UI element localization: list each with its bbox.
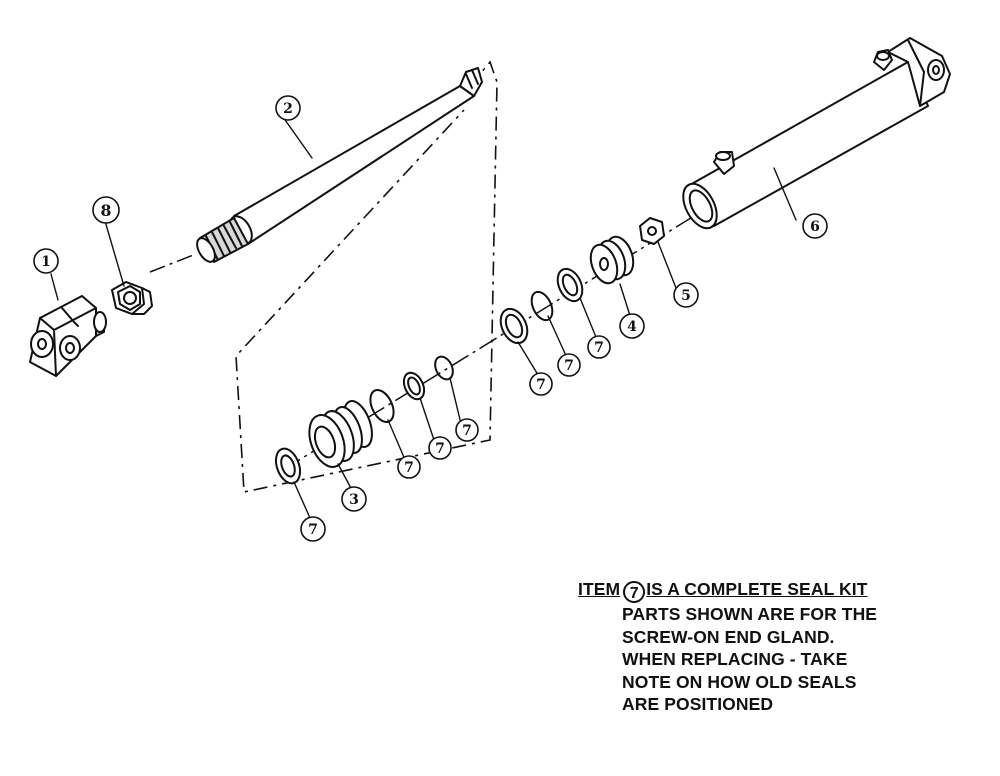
- callout-3: 3: [341, 486, 367, 512]
- svg-text:7: 7: [536, 377, 546, 393]
- o-ring: [369, 389, 395, 423]
- svg-text:3: 3: [349, 492, 359, 508]
- svg-text:8: 8: [100, 201, 111, 220]
- jam-nut-part: [111, 281, 153, 315]
- callout-7: 7: [397, 455, 421, 479]
- callout-7: 7: [428, 436, 452, 460]
- callout-7: 7: [557, 353, 581, 377]
- callout-7: 7: [300, 516, 326, 542]
- callout-7: 7: [529, 372, 553, 396]
- clevis-part: [29, 295, 107, 377]
- note-item-circle: 7: [623, 581, 646, 603]
- leader-lines: [50, 116, 797, 528]
- callout-7: 7: [587, 335, 611, 359]
- svg-text:7: 7: [594, 340, 604, 356]
- svg-text:7: 7: [308, 522, 318, 538]
- backup-ring: [402, 371, 426, 401]
- callout-8: 8: [92, 196, 120, 224]
- locknut-part: [639, 217, 665, 245]
- svg-text:2: 2: [283, 101, 293, 117]
- piston-seal-ring: [556, 267, 584, 303]
- seal-ring: [274, 447, 302, 485]
- piston-part: [589, 235, 635, 285]
- callout-2: 2: [275, 95, 301, 121]
- svg-text:7: 7: [564, 358, 574, 374]
- callout-6: 6: [802, 213, 828, 239]
- note-line-3: WHEN REPLACING - TAKE: [622, 649, 848, 669]
- note-prefix: ITEM: [578, 579, 621, 599]
- svg-text:5: 5: [681, 288, 691, 304]
- note-line-2: SCREW-ON END GLAND.: [622, 626, 835, 647]
- svg-text:6: 6: [810, 219, 820, 235]
- callout-4: 4: [619, 313, 645, 339]
- callout-7: 7: [455, 418, 479, 442]
- note-line-4: NOTE ON HOW OLD SEALS: [622, 671, 857, 692]
- callout-5: 5: [673, 282, 699, 308]
- wiper-ring: [499, 307, 529, 345]
- svg-text:7: 7: [462, 423, 472, 439]
- note-line-1: PARTS SHOWN ARE FOR THE: [622, 604, 878, 624]
- svg-text:4: 4: [627, 319, 637, 335]
- o-ring: [530, 290, 554, 322]
- cylinder-barrel-part: [682, 37, 951, 230]
- svg-text:1: 1: [41, 254, 51, 270]
- piston-rod-part: [196, 67, 483, 263]
- svg-text:7: 7: [435, 441, 445, 457]
- note-heading: IS A COMPLETE SEAL KIT: [646, 579, 868, 599]
- note-line-5: ARE POSITIONED: [622, 694, 774, 714]
- end-gland-part: [308, 400, 373, 468]
- svg-text:7: 7: [404, 460, 414, 476]
- o-ring: [434, 355, 454, 381]
- callout-1: 1: [33, 248, 59, 274]
- phantom-outline: [235, 60, 498, 493]
- rod-centerline: [149, 253, 197, 273]
